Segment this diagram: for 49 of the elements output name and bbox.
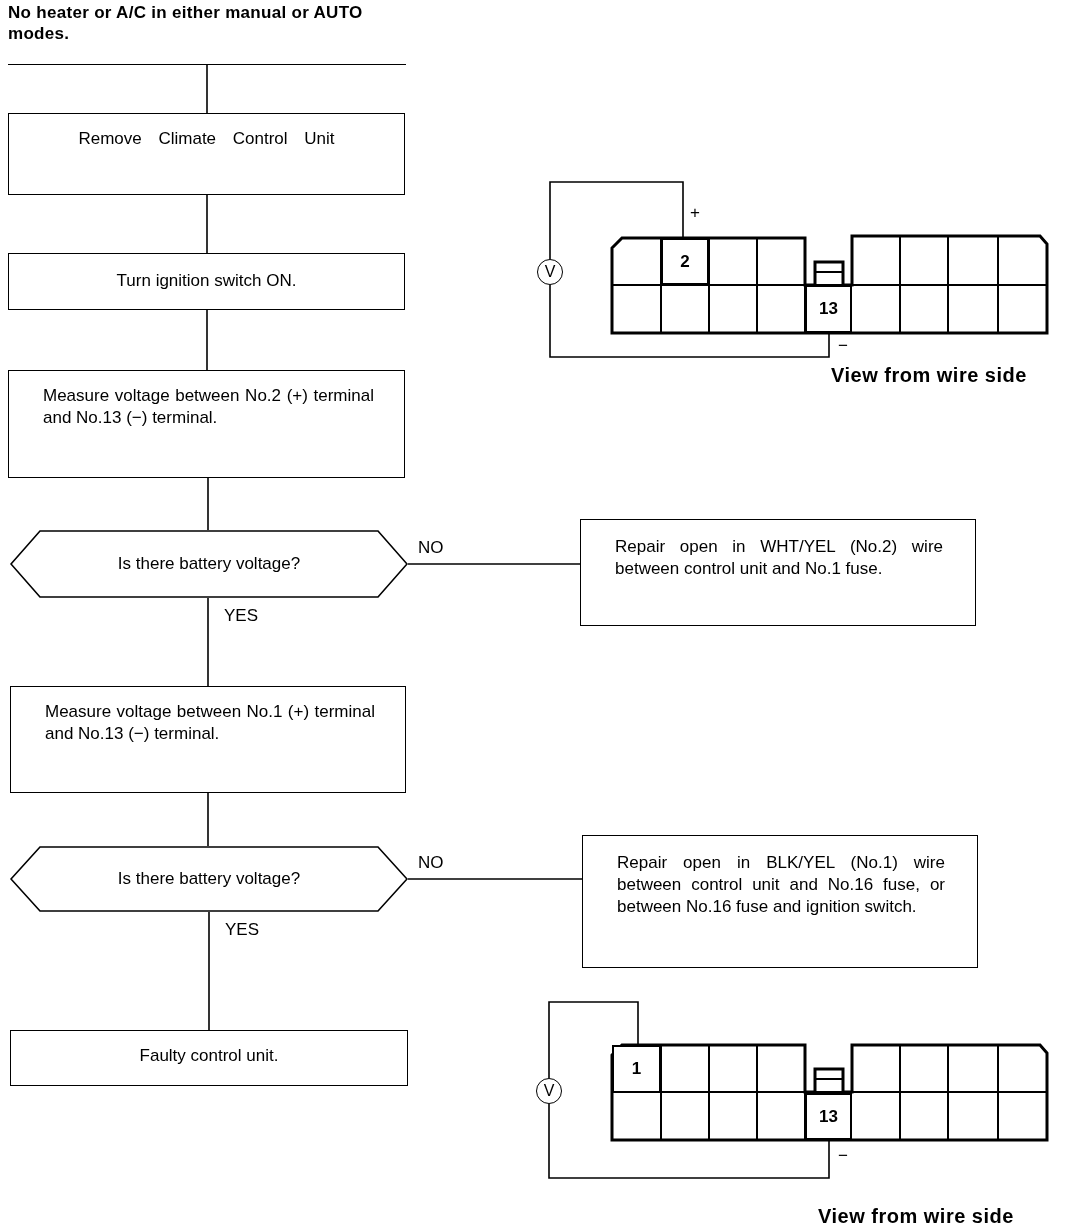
- wire: [549, 284, 830, 358]
- step-text: Repair open in WHT/YEL (No.2) wire between control unit and No.1 fuse.: [615, 536, 943, 580]
- step-text: Faulty control unit.: [139, 1045, 279, 1067]
- connector-line: [208, 911, 210, 1031]
- process-box: [8, 253, 405, 310]
- polarity-sign: −: [838, 336, 848, 356]
- connector-line: [207, 477, 209, 531]
- voltmeter-symbol: [536, 1078, 562, 1104]
- connector-line: [207, 597, 209, 687]
- process-box: [8, 113, 405, 195]
- connector-line: [206, 64, 208, 114]
- voltmeter-label: V: [543, 1081, 555, 1101]
- terminal-number: 1: [631, 1058, 642, 1080]
- connector-line: [206, 194, 208, 254]
- process-box: [8, 370, 405, 478]
- step-text: Is there battery voltage?: [117, 868, 301, 890]
- step-text: Is there battery voltage?: [117, 553, 301, 575]
- process-box: [10, 686, 406, 793]
- decision-hexagon: [10, 530, 408, 598]
- terminal-cell: [612, 1045, 661, 1093]
- heading-text: No heater or A/C in either manual or AUTO modes.: [8, 2, 364, 44]
- terminal-cell: [661, 238, 709, 285]
- terminal-cell: [805, 1093, 852, 1140]
- process-box: [580, 519, 976, 626]
- voltmeter-symbol: [537, 259, 563, 285]
- terminal-cell: [805, 285, 852, 333]
- polarity-sign: +: [690, 203, 700, 223]
- wire: [548, 1103, 830, 1179]
- terminal-number: 13: [819, 298, 838, 320]
- connector-line: [407, 878, 583, 880]
- connector-line: [206, 309, 208, 371]
- step-text: Measure voltage between No.2 (+) terminal and No.13 (−) terminal.: [43, 385, 374, 429]
- terminal-number: 13: [819, 1105, 838, 1128]
- terminal-number: 2: [680, 250, 690, 273]
- process-box: [582, 835, 978, 968]
- decision-hexagon: [10, 846, 408, 912]
- connector-line: [407, 563, 581, 565]
- step-text: Turn ignition switch ON.: [116, 270, 297, 292]
- wire: [549, 181, 684, 260]
- view-caption: View from wire side: [818, 1206, 1014, 1226]
- view-caption: View from wire side: [831, 365, 1027, 385]
- wire: [548, 1001, 639, 1079]
- connector-line: [207, 792, 209, 847]
- polarity-sign: −: [838, 1146, 848, 1166]
- process-box: [10, 1030, 408, 1086]
- step-text: Measure voltage between No.1 (+) terminal and No.13 (−) terminal.: [45, 701, 375, 745]
- step-text: Remove Climate Control Unit: [78, 128, 335, 150]
- voltmeter-label: V: [544, 262, 556, 282]
- step-text: Repair open in BLK/YEL (No.1) wire between control unit and No.16 fuse, or between No.16 fuse and ignition switch.: [617, 852, 945, 918]
